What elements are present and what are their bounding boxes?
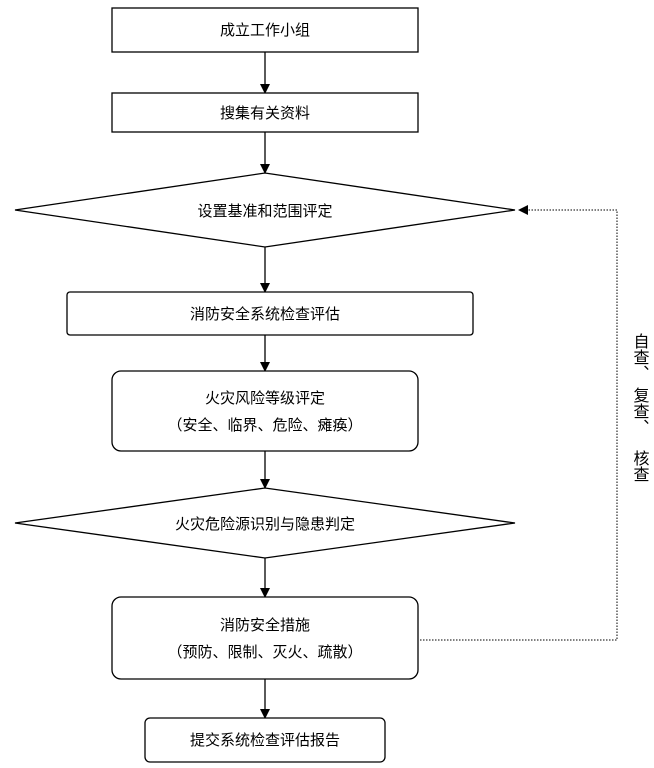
step-collect-materials-label: 搜集有关资料 — [220, 104, 310, 122]
step-collect-materials: 搜集有关资料 — [111, 92, 419, 133]
step-form-team-label: 成立工作小组 — [220, 21, 310, 39]
step-set-criteria: 设置基准和范围评定 — [14, 172, 516, 248]
step-hazard-identification: 火灾危险源识别与隐患判定 — [14, 487, 516, 559]
step-submit-report-label: 提交系统检查评估报告 — [190, 731, 340, 749]
feedback-label-line-3: 核查 — [631, 450, 650, 482]
step-form-team: 成立工作小组 — [111, 7, 419, 53]
step-hazard-identification-label: 火灾危险源识别与隐患判定 — [175, 515, 355, 533]
step-risk-grading: 火灾风险等级评定 （安全、临界、危险、瘫痪） — [111, 370, 419, 452]
step-set-criteria-label: 设置基准和范围评定 — [197, 202, 332, 220]
feedback-label-line-1: 自查、 — [631, 333, 650, 381]
step-risk-grading-levels: （安全、临界、危险、瘫痪） — [167, 416, 362, 434]
step-safety-measures: 消防安全措施 （预防、限制、灭火、疏散） — [111, 596, 419, 680]
step-system-inspection-label: 消防安全系统检查评估 — [190, 305, 340, 323]
step-system-inspection: 消防安全系统检查评估 — [66, 291, 474, 336]
step-safety-measures-title: 消防安全措施 — [220, 616, 310, 634]
step-submit-report: 提交系统检查评估报告 — [144, 717, 386, 763]
feedback-label-line-2: 复查、 — [631, 387, 650, 435]
step-risk-grading-title: 火灾风险等级评定 — [205, 389, 325, 407]
step-safety-measures-actions: （预防、限制、灭火、疏散） — [167, 643, 362, 661]
feedback-loop-label: 自查、 复查、 核查 — [631, 333, 650, 482]
feedback-loop-line — [420, 205, 618, 641]
